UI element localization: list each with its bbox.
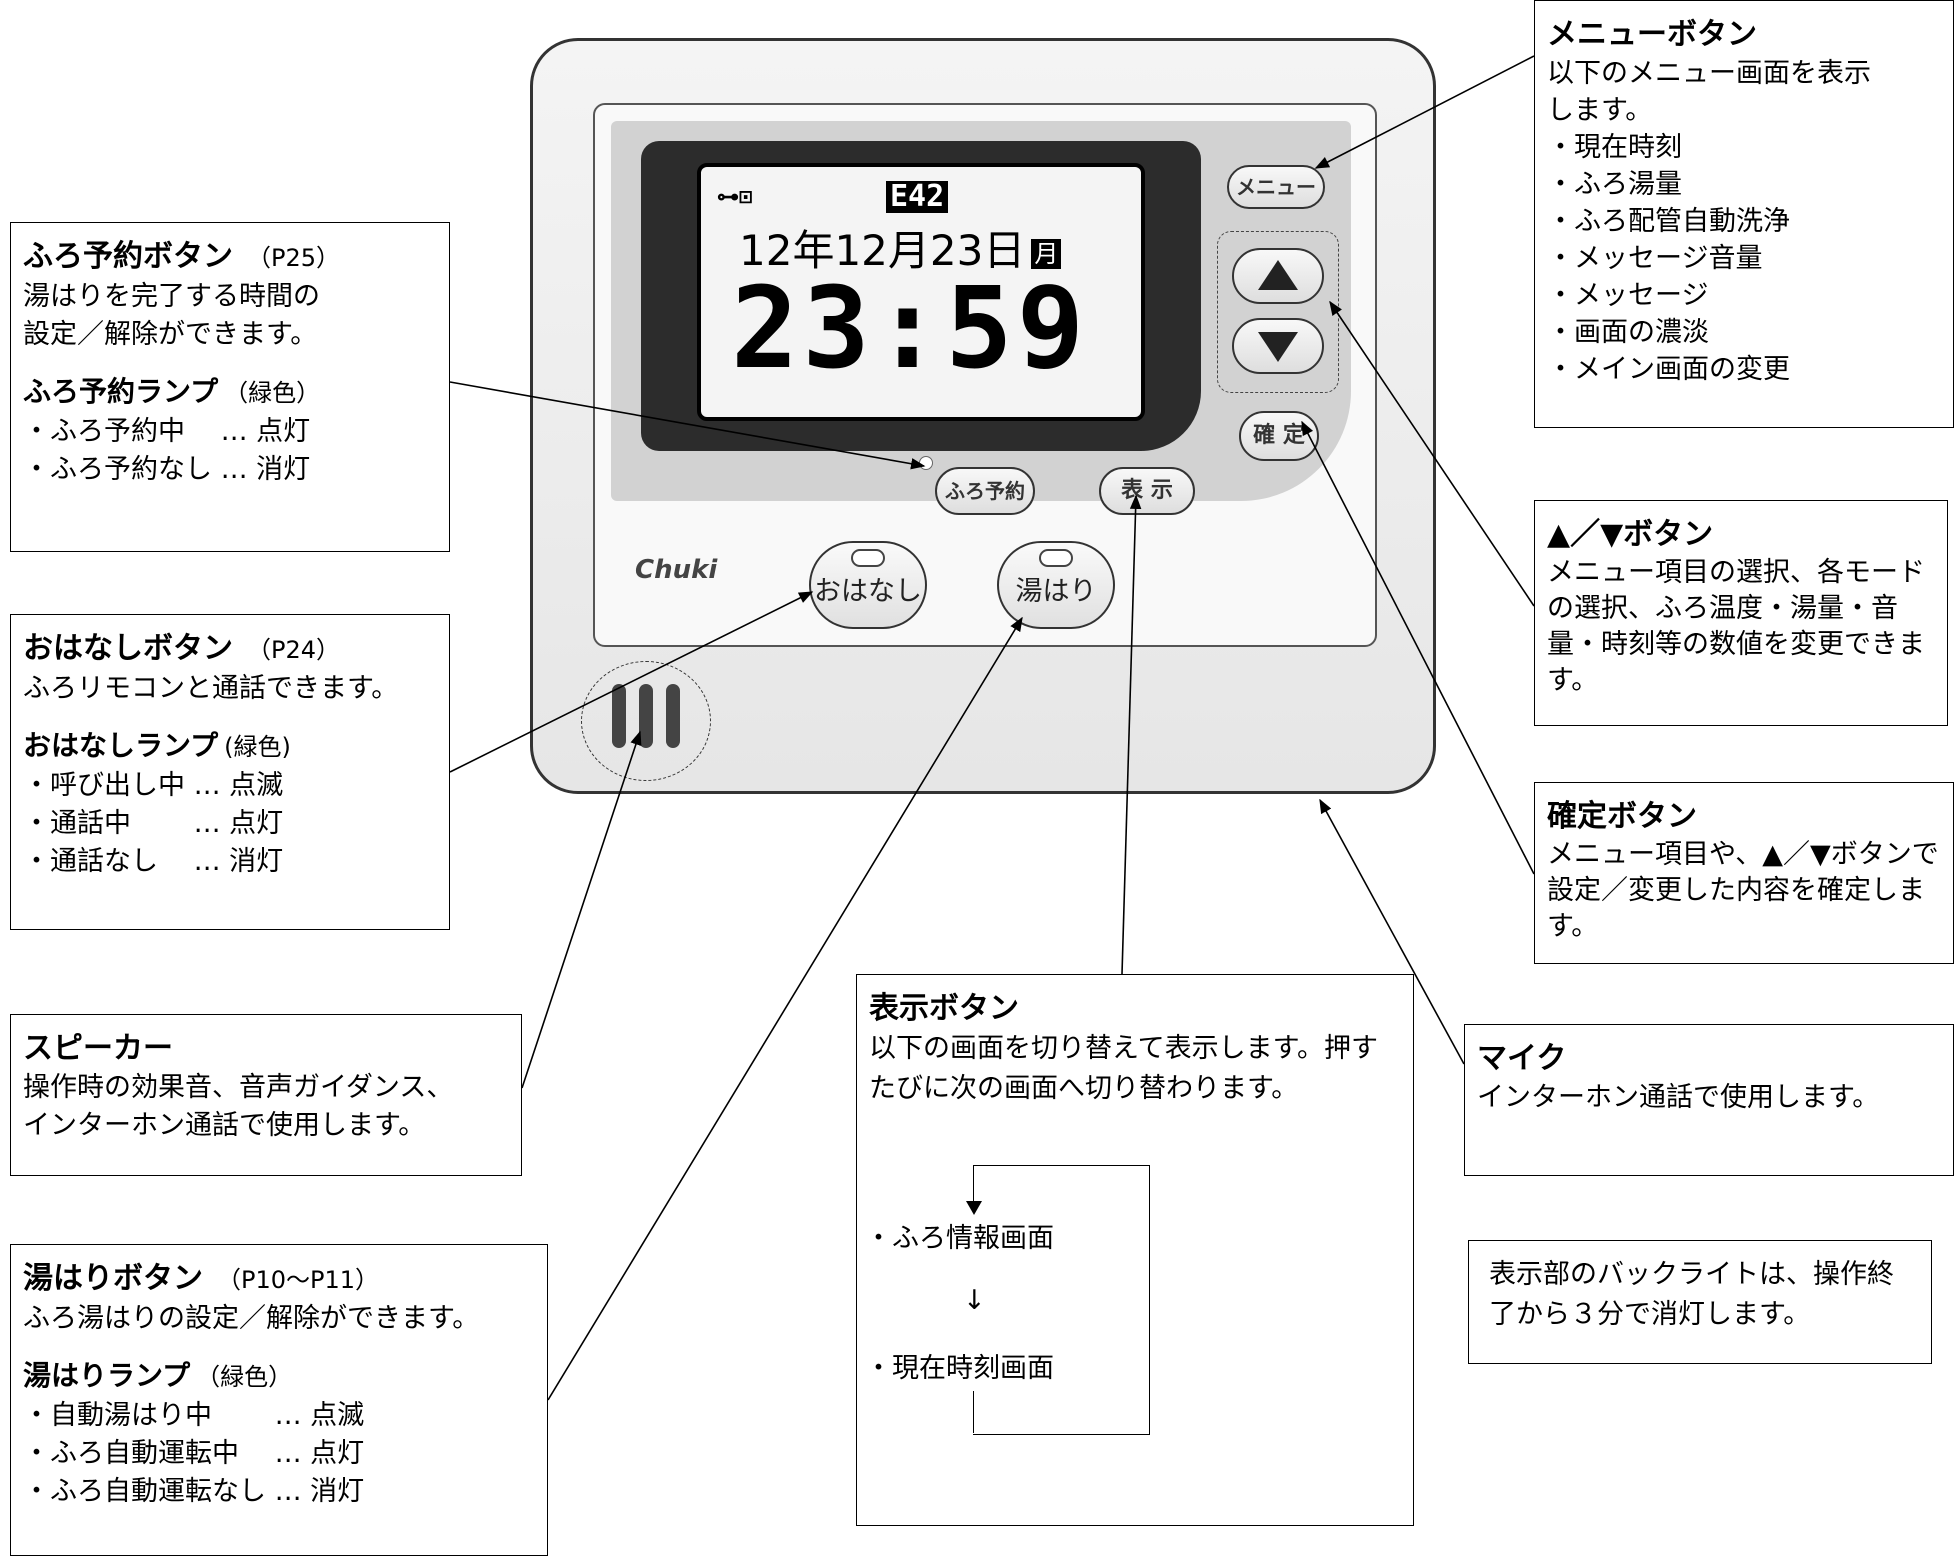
remote-controller: ⊶⊡ E42 12年12月23日月 23:59 メニュー 確 定	[530, 38, 1436, 794]
lcd-date-text: 12年12月23日	[739, 226, 1026, 275]
callout-title: ふろ予約ボタン（P25）	[23, 239, 341, 274]
leader-confirm	[1301, 420, 1535, 875]
lcd-day-badge: 月	[1031, 238, 1062, 269]
callout-ohanashi: おはなしボタン（P24） ふろリモコンと通話できます。 おはなしランプ(緑色) …	[10, 614, 450, 930]
callout-speaker: スピーカー 操作時の効果音、音声ガイダンス、 インターホン通話で使用します。	[10, 1014, 522, 1176]
leader-arrows	[1329, 300, 1535, 607]
callout-menu: メニューボタン 以下のメニュー画面を表示 します。 ・現在時刻 ・ふろ湯量 ・ふ…	[1534, 0, 1954, 428]
arrow-button-group	[1217, 231, 1339, 393]
confirm-button[interactable]: 確 定	[1239, 411, 1319, 461]
yuhari-button[interactable]: 湯はり	[997, 541, 1115, 629]
leader-furo-yoyaku	[449, 381, 926, 470]
callout-title: おはなしボタン（P24）	[23, 631, 341, 666]
leader-yuhari	[547, 616, 1023, 1401]
error-code: E42	[886, 181, 949, 213]
flow-loop-line	[973, 1165, 1150, 1435]
callout-arrow-buttons: ▲／▼ボタン メニュー項目の選択、各モードの選択、ふろ温度・湯量・音量・時刻等の…	[1534, 500, 1948, 726]
lcd-date: 12年12月23日月	[739, 217, 1062, 278]
leader-display	[1121, 494, 1142, 975]
lcd-display: ⊶⊡ E42 12年12月23日月 23:59	[697, 163, 1145, 421]
callout-mic: マイク インターホン通話で使用します。	[1464, 1024, 1954, 1176]
callout-furo-yoyaku: ふろ予約ボタン（P25） 湯はりを完了する時間の 設定／解除ができます。 ふろ予…	[10, 222, 450, 552]
screen-flow: ・ふろ情報画面 ↓ ・現在時刻画面	[857, 975, 1413, 1525]
control-panel: ⊶⊡ E42 12年12月23日月 23:59 メニュー 確 定	[611, 121, 1351, 515]
up-triangle-icon	[1258, 260, 1298, 290]
up-button[interactable]	[1232, 248, 1324, 304]
flow-arrow-icon: ↓	[963, 1285, 986, 1316]
callout-display: 表示ボタン 以下の画面を切り替えて表示します。押すたびに次の画面へ切り替わります…	[856, 974, 1414, 1526]
leader-ohanashi	[449, 591, 814, 773]
brand-logo: Chuki	[635, 555, 718, 585]
callout-yuhari: 湯はりボタン（P10～P11） ふろ湯はりの設定／解除ができます。 湯はりランプ…	[10, 1244, 548, 1556]
yuhari-lamp	[1039, 549, 1073, 567]
lcd-time: 23:59	[731, 264, 1089, 394]
note-backlight: 表示部のバックライトは、操作終了から３分で消灯します。	[1468, 1240, 1932, 1364]
ohanashi-lamp	[851, 549, 885, 567]
lamp-title: 湯はりランプ（緑色）	[23, 1359, 293, 1392]
lamp-title: おはなしランプ(緑色)	[23, 729, 291, 762]
speaker-slot	[612, 684, 626, 748]
callout-title: 湯はりボタン（P10～P11）	[23, 1261, 380, 1296]
screen-item: ・現在時刻画面	[865, 1349, 1054, 1389]
ohanashi-label: おはなし	[814, 576, 922, 607]
display-button[interactable]: 表 示	[1099, 467, 1195, 515]
speaker-slot	[666, 684, 680, 748]
callout-confirm: 確定ボタン メニュー項目や、▲／▼ボタンで設定／変更した内容を確定します。	[1534, 782, 1954, 964]
lamp-title: ふろ予約ランプ（緑色）	[23, 375, 321, 408]
key-icon: ⊶⊡	[717, 185, 753, 210]
leader-menu	[1314, 55, 1535, 169]
menu-button[interactable]: メニュー	[1227, 165, 1325, 209]
down-triangle-icon	[1258, 332, 1298, 362]
speaker-grille	[581, 661, 711, 781]
yuhari-label: 湯はり	[1015, 576, 1097, 607]
flow-loop-start	[973, 1165, 974, 1205]
down-button[interactable]	[1232, 318, 1324, 374]
screen-item: ・ふろ情報画面	[865, 1219, 1054, 1259]
leader-mic	[1319, 798, 1465, 1065]
controller-face: ⊶⊡ E42 12年12月23日月 23:59 メニュー 確 定	[593, 103, 1377, 647]
furo-yoyaku-button[interactable]: ふろ予約	[935, 467, 1035, 515]
speaker-slot	[639, 684, 653, 748]
ohanashi-button[interactable]: おはなし	[809, 541, 927, 629]
leader-speaker	[521, 730, 642, 1089]
lcd-frame: ⊶⊡ E42 12年12月23日月 23:59	[641, 141, 1201, 451]
flow-arrowhead-icon	[966, 1201, 982, 1215]
flow-loop-end	[973, 1391, 974, 1433]
